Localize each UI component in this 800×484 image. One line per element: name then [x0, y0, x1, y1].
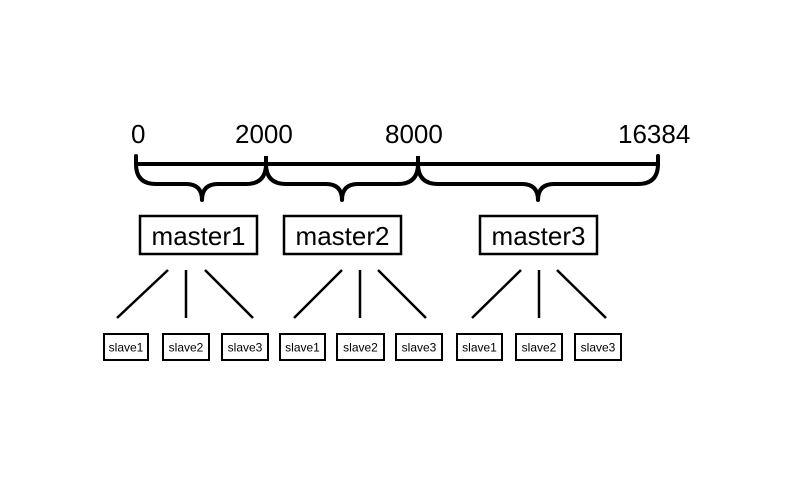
master-box — [478, 214, 599, 256]
slave-box — [162, 333, 210, 361]
slave-label: slave3 — [228, 341, 263, 355]
slave-label: slave1 — [109, 341, 144, 355]
slave-node: slave1 — [456, 333, 503, 361]
brace-master3-range — [416, 162, 660, 202]
range-bar — [134, 154, 660, 166]
master-node-2: master2 — [282, 214, 403, 256]
slave-label: slave3 — [581, 341, 616, 355]
master-box — [282, 214, 403, 256]
slave-node: slave3 — [395, 333, 443, 361]
slave-label: slave2 — [169, 341, 204, 355]
connector-line — [293, 269, 343, 319]
slave-box — [395, 333, 443, 361]
connector-line — [377, 269, 427, 319]
slave-label: slave2 — [343, 341, 378, 355]
slave-box — [279, 333, 326, 361]
tick-label-8000: 8000 — [385, 119, 443, 149]
slave-node: slave2 — [336, 333, 385, 361]
slave-node: slave2 — [515, 333, 563, 361]
master-node-3: master3 — [478, 214, 599, 256]
tick-label-16384: 16384 — [618, 119, 690, 149]
slave-label: slave1 — [285, 341, 320, 355]
slave-node: slave3 — [221, 333, 269, 361]
slave-node: slave1 — [279, 333, 326, 361]
master-label: master2 — [296, 221, 390, 251]
slave-box — [103, 333, 149, 361]
slave-label: slave1 — [462, 341, 497, 355]
slave-node: slave1 — [103, 333, 149, 361]
connector-line — [204, 269, 254, 319]
connectors-master1 — [116, 269, 254, 319]
slave-label: slave3 — [402, 341, 437, 355]
slave-box — [456, 333, 503, 361]
connector-line — [556, 269, 607, 319]
slot-range-axis — [134, 154, 660, 166]
tick-label-0: 0 — [131, 119, 145, 149]
connectors-master2 — [293, 269, 427, 319]
slave-box — [336, 333, 385, 361]
master-box — [138, 214, 259, 256]
master-node-1: master1 — [138, 214, 259, 256]
master-label: master3 — [492, 221, 586, 251]
slave-box — [221, 333, 269, 361]
slave-node: slave3 — [574, 333, 622, 361]
brace-master1-range — [134, 162, 268, 202]
master-label: master1 — [152, 221, 246, 251]
connectors-master3 — [471, 269, 607, 319]
slave-box — [574, 333, 622, 361]
slave-node: slave2 — [162, 333, 210, 361]
slave-label: slave2 — [522, 341, 557, 355]
brace-master2-range — [264, 162, 420, 202]
connector-line — [471, 269, 522, 319]
slave-box — [515, 333, 563, 361]
tick-label-2000: 2000 — [235, 119, 293, 149]
connector-line — [116, 269, 169, 319]
